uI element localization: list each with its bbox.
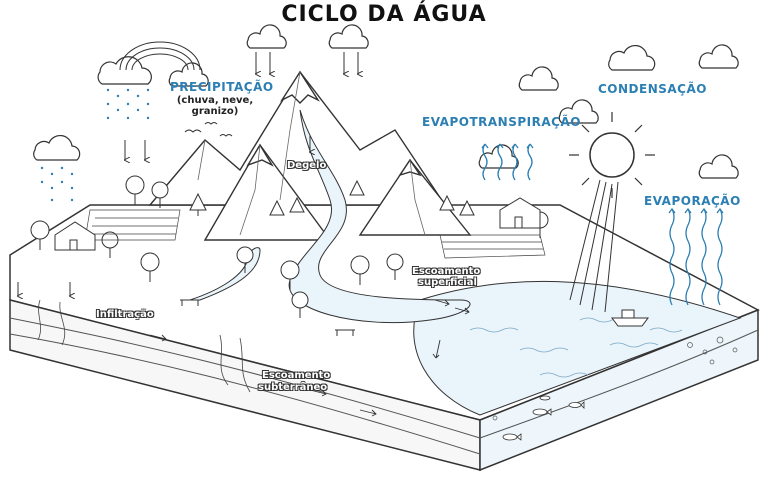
house-icons — [54, 197, 541, 251]
label-evaporation: EVAPORAÇÃO — [644, 194, 741, 208]
mountains — [148, 70, 472, 241]
label-infiltration: Infiltração — [96, 309, 154, 320]
page-title: CICLO DA ÁGUA — [281, 2, 487, 27]
label-groundwater-runoff-1: Escoamento — [262, 370, 331, 381]
crop-fields — [84, 209, 546, 259]
rainbow-icon — [119, 41, 201, 71]
label-precipitation-detail-1: (chuva, neve, — [176, 95, 254, 106]
boat-icon — [611, 317, 649, 327]
soil-layers — [9, 317, 759, 455]
bird-icons — [184, 122, 233, 137]
label-evapotranspiration: EVAPOTRANSPIRAÇÃO — [422, 115, 581, 129]
lake — [413, 280, 742, 416]
roots — [37, 299, 251, 393]
label-surface-runoff-2: superficial — [418, 277, 477, 288]
label-surface-runoff-1: Escoamento — [412, 266, 481, 277]
fish-icons — [502, 395, 585, 441]
rain-drops — [40, 88, 150, 202]
sun-rays — [569, 179, 619, 313]
label-precipitation-detail-2: granizo) — [191, 106, 239, 117]
label-groundwater-runoff-2: subterrâneo — [258, 382, 328, 393]
sun-icon — [569, 112, 655, 198]
cloud-icons — [33, 24, 739, 179]
precipitation-arrows — [18, 52, 358, 296]
bench-icons — [180, 299, 355, 336]
trees — [30, 175, 549, 318]
label-precipitation: PRECIPITAÇÃO — [170, 80, 274, 94]
flow-arrows — [149, 299, 470, 417]
evaporation-arrows — [668, 207, 724, 306]
label-condensation: CONDENSAÇÃO — [598, 82, 707, 96]
bubbles — [492, 336, 738, 421]
evapotranspiration-arrows — [481, 143, 534, 181]
label-thaw: Degelo — [287, 160, 327, 171]
